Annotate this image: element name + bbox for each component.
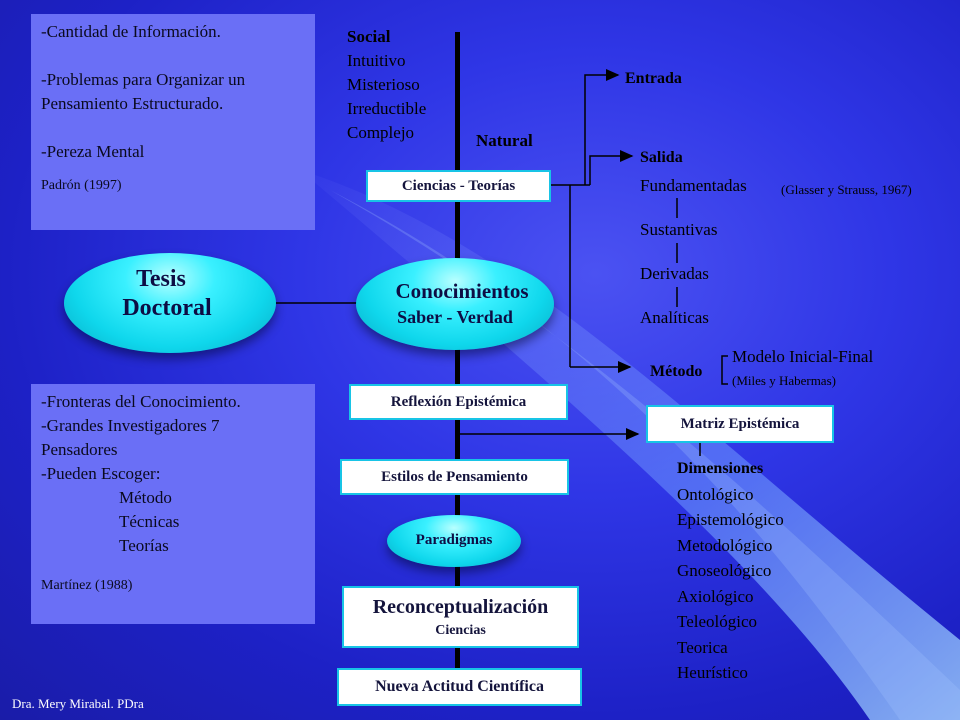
note-top-left: -Cantidad de Información. -Problemas par… (31, 14, 315, 230)
nueva-actitud-box: Nueva Actitud Científica (337, 668, 582, 706)
salida-item-analiticas: Analíticas (640, 308, 709, 327)
footer-credit: Dra. Mery Mirabal. PDra (12, 696, 144, 711)
social-item: Misterioso (347, 75, 420, 94)
salida-item-sustantivas: Sustantivas (640, 220, 718, 239)
social-list: Social Intuitivo Misterioso Irreductible… (347, 25, 426, 145)
tesis-line: Doctoral (122, 295, 212, 321)
note-line: -Pereza Mental (41, 142, 145, 161)
note-line: Teorías (119, 536, 169, 555)
salida-label: Salida (640, 149, 683, 166)
note-line: Pensadores (41, 440, 118, 459)
conocimientos-sub: Saber - Verdad (397, 307, 513, 327)
natural-label: Natural (476, 131, 533, 150)
conocimientos-title: Conocimientos (395, 279, 529, 303)
modelo-label: Modelo Inicial-Final (732, 347, 874, 366)
note-line: -Grandes Investigadores 7 (41, 416, 220, 435)
ciencias-teorias-box: Ciencias - Teorías (366, 170, 551, 202)
miles-citation: (Miles y Habermas) (732, 373, 836, 388)
note-line (41, 44, 305, 68)
dimension-item: Gnoseológico (677, 561, 772, 580)
note-line: -Fronteras del Conocimiento. (41, 392, 241, 411)
note-line: -Cantidad de Información. (41, 22, 221, 41)
note-line: -Problemas para Organizar un (41, 70, 246, 89)
dimension-item: Axiológico (677, 586, 754, 606)
dimension-item: Metodológico (677, 535, 773, 555)
dimension-item: Epistemológico (677, 510, 784, 529)
note-line: Método (119, 488, 172, 507)
central-spine (455, 32, 460, 678)
metodo-label: Método (650, 363, 703, 380)
tesis-line: Tesis (136, 266, 186, 292)
salida-item-fundamentadas: Fundamentadas (640, 176, 747, 195)
dimension-item: Heurístico (677, 663, 748, 682)
note-source: Martínez (1988) (41, 578, 133, 593)
entrada-label: Entrada (625, 70, 682, 87)
dimension-item: Teorica (677, 637, 728, 657)
note-line: -Pueden Escoger: (41, 464, 161, 483)
salida-item-derivadas: Derivadas (640, 264, 709, 283)
reflexion-epistemica-box: Reflexión Epistémica (349, 384, 568, 420)
dimension-item: Teleológico (677, 612, 758, 631)
social-heading: Social (347, 27, 391, 46)
social-item: Intuitivo (347, 51, 406, 70)
dimensiones-heading: Dimensiones (677, 460, 764, 477)
reconceptualizacion-box: Reconceptualización Ciencias (342, 586, 579, 648)
estilos-pensamiento-box: Estilos de Pensamiento (340, 459, 569, 495)
paradigmas-node: Paradigmas (387, 515, 521, 567)
conocimientos-node: Conocimientos Saber - Verdad (356, 258, 554, 350)
social-item: Complejo (347, 123, 415, 142)
dimensiones-list: Dimensiones Ontológico Epistemológico Me… (677, 456, 784, 686)
social-item: Irreductible (347, 99, 427, 118)
tesis-doctoral-node: Tesis Doctoral (64, 253, 276, 353)
matriz-epistemica-box: Matriz Epistémica (646, 405, 834, 443)
note-source: Padrón (1997) (41, 178, 122, 193)
note-line: Pensamiento Estructurado. (41, 94, 224, 113)
reconceptualizacion-title: Reconceptualización (372, 596, 549, 618)
note-line (41, 116, 305, 140)
glasser-citation: (Glasser y Strauss, 1967) (781, 182, 912, 197)
note-line: Técnicas (119, 512, 180, 531)
reconceptualizacion-sub: Ciencias (435, 623, 486, 638)
dimension-item: Ontológico (677, 484, 754, 504)
note-bottom-left: -Fronteras del Conocimiento. -Grandes In… (31, 384, 315, 624)
